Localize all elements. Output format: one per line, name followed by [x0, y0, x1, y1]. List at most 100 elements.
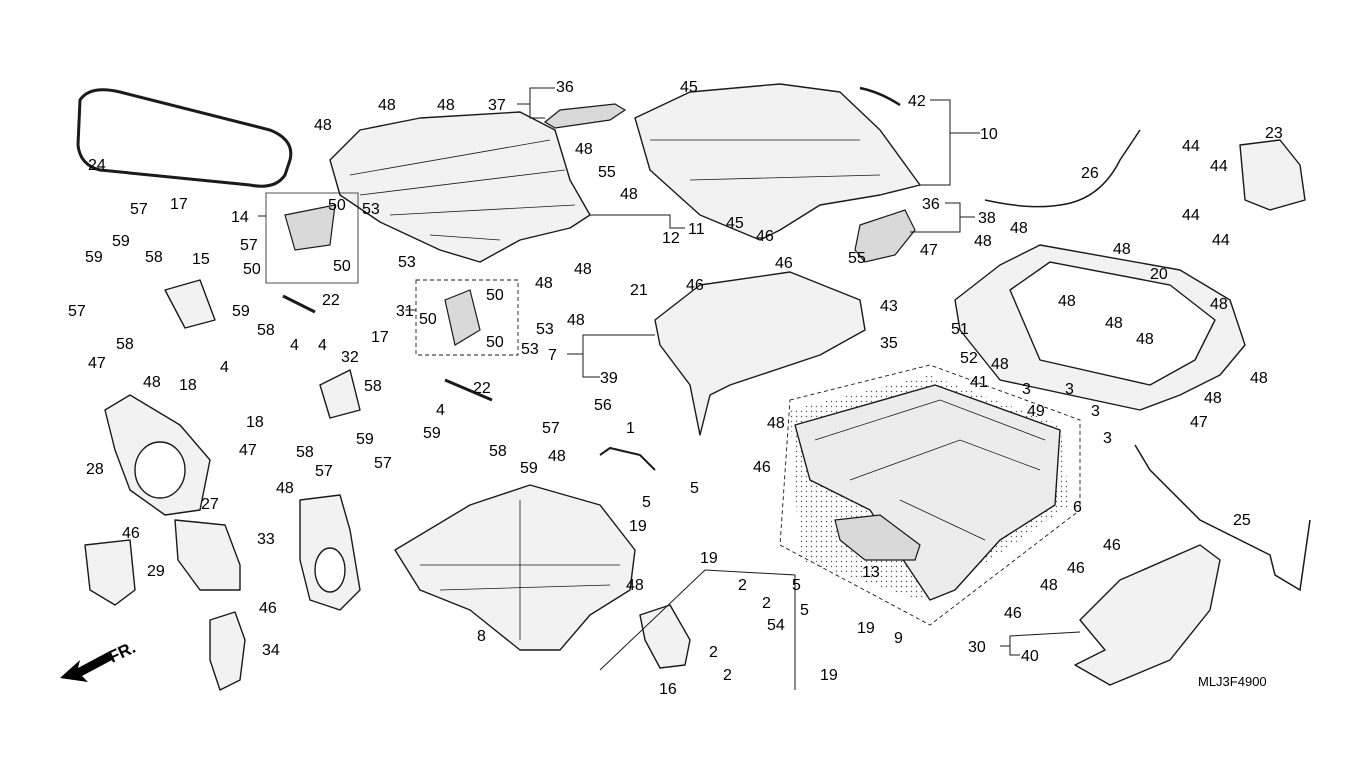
callout-48: 48 — [575, 141, 593, 158]
callout-1: 1 — [626, 420, 635, 437]
callout-38: 38 — [978, 210, 996, 227]
callout-48: 48 — [1250, 370, 1268, 387]
callout-48: 48 — [626, 577, 644, 594]
callout-22: 22 — [322, 292, 340, 309]
callout-53: 53 — [398, 254, 416, 271]
callout-46: 46 — [1067, 560, 1085, 577]
callout-17: 17 — [170, 196, 188, 213]
callout-57: 57 — [542, 420, 560, 437]
callout-59: 59 — [85, 249, 103, 266]
part-11-inner-lid — [329, 111, 591, 263]
callout-50: 50 — [486, 287, 504, 304]
callout-46: 46 — [686, 277, 704, 294]
callout-36: 36 — [922, 196, 940, 213]
callout-48: 48 — [1105, 315, 1123, 332]
part-22-damper-right — [444, 378, 493, 402]
callout-48: 48 — [276, 480, 294, 497]
callout-18: 18 — [246, 414, 264, 431]
callout-5: 5 — [800, 602, 809, 619]
callout-59: 59 — [423, 425, 441, 442]
callout-45: 45 — [726, 215, 744, 232]
part-24-seal — [76, 88, 293, 188]
part-32-hinge — [319, 369, 361, 419]
part-10-outer-lid — [634, 83, 921, 241]
callout-48: 48 — [974, 233, 992, 250]
callout-48: 48 — [574, 261, 592, 278]
callout-43: 43 — [880, 298, 898, 315]
callout-3: 3 — [1091, 403, 1100, 420]
callout-46: 46 — [259, 600, 277, 617]
part-36-strip — [543, 103, 627, 129]
part-33-opening — [314, 547, 346, 593]
part-34-bracket — [209, 611, 246, 691]
inner-box-ribs — [814, 399, 1046, 541]
callout-50: 50 — [333, 258, 351, 275]
part-28-opening — [134, 441, 186, 499]
part-31-bracket — [444, 289, 481, 346]
callout-59: 59 — [112, 233, 130, 250]
callout-22: 22 — [473, 380, 491, 397]
callout-44: 44 — [1182, 207, 1200, 224]
callout-48: 48 — [535, 275, 553, 292]
callout-18: 18 — [179, 377, 197, 394]
part-15-hinge — [164, 279, 216, 329]
callout-59: 59 — [232, 303, 250, 320]
callout-4: 4 — [436, 402, 445, 419]
callout-4: 4 — [290, 337, 299, 354]
callout-15: 15 — [192, 251, 210, 268]
callout-46: 46 — [756, 228, 774, 245]
callout-9: 9 — [894, 630, 903, 647]
callout-58: 58 — [296, 444, 314, 461]
callout-26: 26 — [1081, 165, 1099, 182]
part-8-lower-panel — [394, 484, 636, 651]
callout-48: 48 — [1136, 331, 1154, 348]
callout-24: 24 — [88, 157, 106, 174]
callout-2: 2 — [762, 595, 771, 612]
callout-5: 5 — [792, 577, 801, 594]
callout-48: 48 — [548, 448, 566, 465]
callout-47: 47 — [920, 242, 938, 259]
callout-48: 48 — [767, 415, 785, 432]
part-30-side-cover — [1074, 544, 1221, 686]
callout-55: 55 — [598, 164, 616, 181]
callout-48: 48 — [314, 117, 332, 134]
callout-57: 57 — [315, 463, 333, 480]
callout-34: 34 — [262, 642, 280, 659]
part-14-group-box — [265, 192, 359, 284]
callout-27: 27 — [201, 496, 219, 513]
callout-44: 44 — [1182, 138, 1200, 155]
callout-48: 48 — [1113, 241, 1131, 258]
front-direction-label: FR. — [106, 638, 139, 667]
callout-19: 19 — [700, 550, 718, 567]
callout-58: 58 — [145, 249, 163, 266]
callout-48: 48 — [620, 186, 638, 203]
callout-19: 19 — [857, 620, 875, 637]
part-23-latch — [1239, 139, 1306, 211]
lower-panel-ribs — [420, 500, 620, 640]
callout-50: 50 — [419, 311, 437, 328]
callout-44: 44 — [1212, 232, 1230, 249]
callout-54: 54 — [767, 617, 785, 634]
callout-7: 7 — [548, 347, 557, 364]
callout-28: 28 — [86, 461, 104, 478]
callout-20: 20 — [1150, 266, 1168, 283]
callout-47: 47 — [239, 442, 257, 459]
callout-47: 47 — [88, 355, 106, 372]
callout-52: 52 — [960, 350, 978, 367]
callout-47: 47 — [1190, 414, 1208, 431]
leader-lines — [258, 87, 1081, 690]
callout-57: 57 — [240, 237, 258, 254]
callout-33: 33 — [257, 531, 275, 548]
callout-40: 40 — [1021, 648, 1039, 665]
callout-50: 50 — [486, 334, 504, 351]
callout-2: 2 — [738, 577, 747, 594]
callout-13: 13 — [862, 564, 880, 581]
callout-3: 3 — [1103, 430, 1112, 447]
callout-53: 53 — [362, 201, 380, 218]
callout-23: 23 — [1265, 125, 1283, 142]
callout-57: 57 — [130, 201, 148, 218]
callout-48: 48 — [1058, 293, 1076, 310]
callout-21: 21 — [630, 282, 648, 299]
callout-2: 2 — [709, 644, 718, 661]
